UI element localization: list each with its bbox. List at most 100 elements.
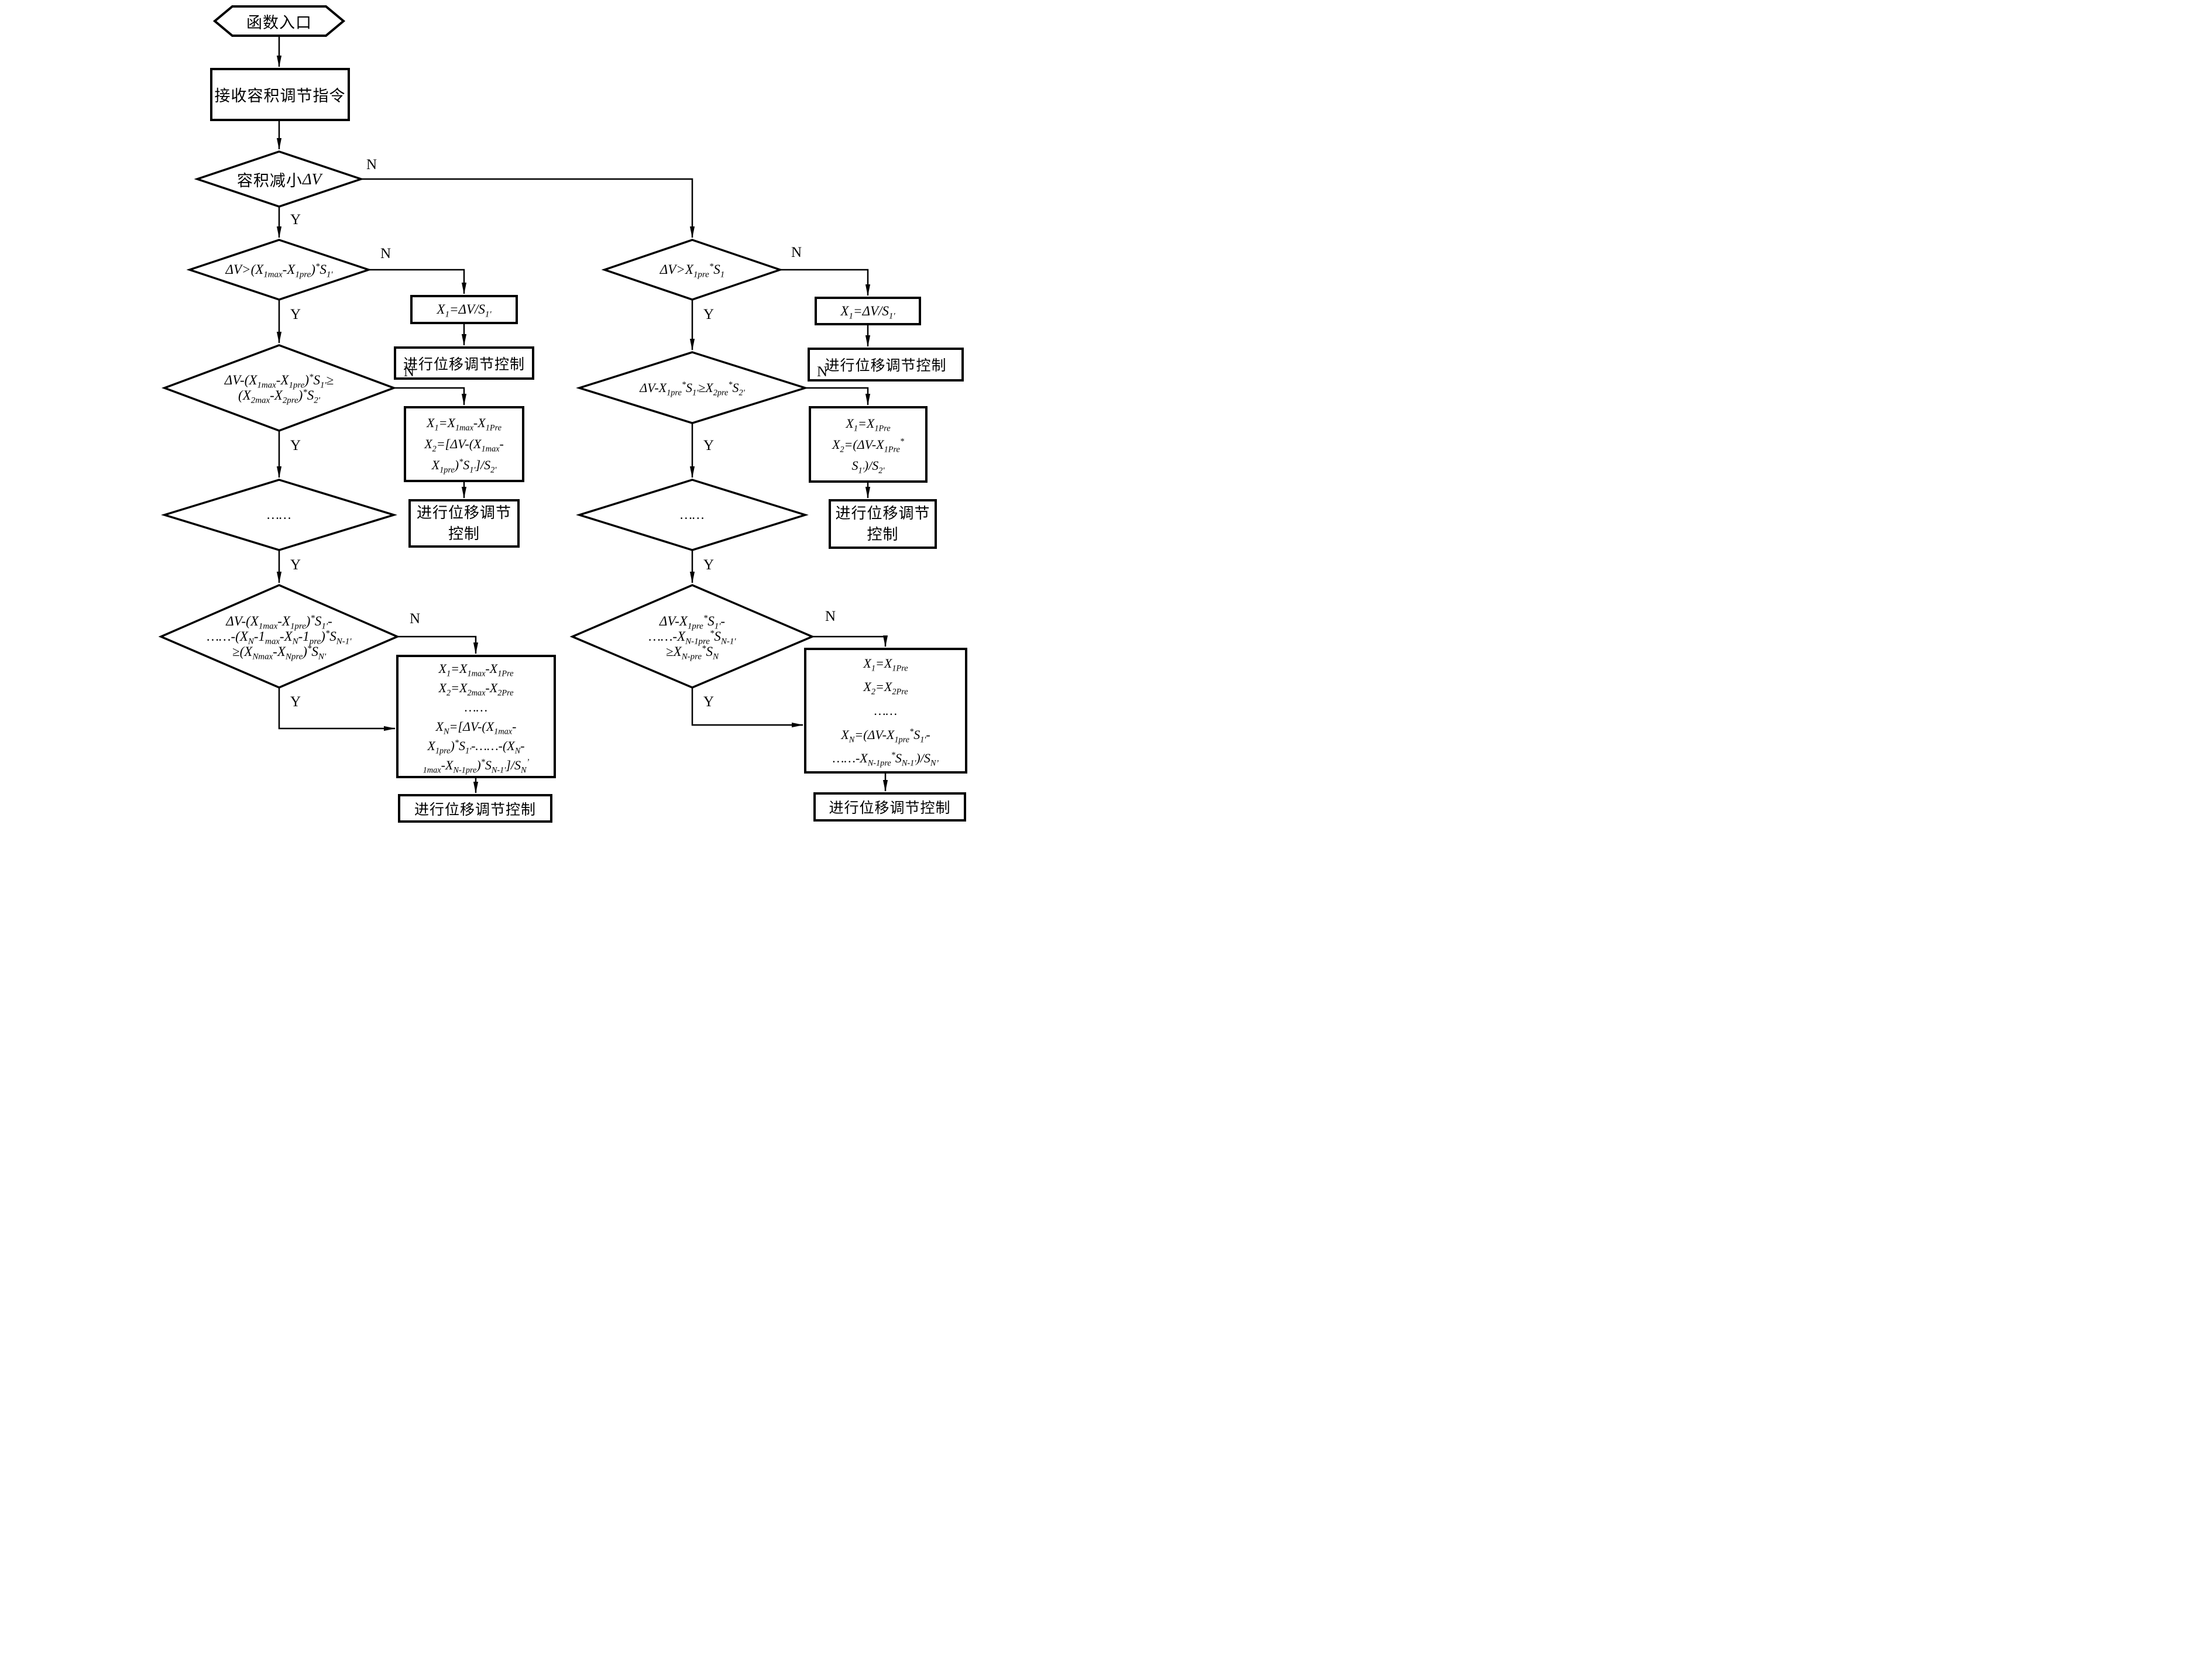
decision-dv-minus-ge-xn: ΔV-(X1max-X1pre)*S1'- ……-(XN-1max-XN-1pr… xyxy=(161,585,397,688)
branch-label-d1-yes: Y xyxy=(290,212,301,228)
boxRB-line1: X1=X1Pre xyxy=(846,415,891,433)
branch-label-r2-no: N xyxy=(817,364,828,380)
boxRB-line2: X2=(ΔV-X1Pre* xyxy=(832,437,905,454)
branch-label-r2-yes: Y xyxy=(703,438,715,453)
edge-d1-no xyxy=(361,178,695,238)
bigL-line3: …… xyxy=(464,699,488,714)
botR-label: 进行位移调节控制 xyxy=(829,800,951,816)
decision-dv-minus-ge-xnpre: ΔV-X1pre*S1'- ……-XN-1pre*SN-1' ≥XN-pre*S… xyxy=(572,585,812,688)
ctrlL1-label: 进行位移调节控制 xyxy=(403,356,525,373)
bigL-line1: X1=X1max-X1Pre xyxy=(438,661,514,678)
process-displacement-control-left-bottom: 进行位移调节控制 xyxy=(399,795,551,822)
bigR-line1: X1=X1Pre xyxy=(863,655,908,673)
edge-d5-yes xyxy=(278,688,396,731)
boxRB-line3: S1')/S2' xyxy=(851,458,885,475)
ctrlL2-shape xyxy=(408,499,520,548)
receive-label: 接收容积调节指令 xyxy=(214,87,346,105)
ctrlR2-line1: 进行位移调节 xyxy=(835,504,930,522)
decision3-formula-line1: ΔV-(X1max-X1pre)*S1'≥ xyxy=(224,372,334,390)
botL-label: 进行位移调节控制 xyxy=(414,802,536,818)
boxB-line3: X1pre)*S1']/S2' xyxy=(431,457,497,475)
process-xn-assign-left: X1=X1max-X1Pre X2=X2max-X2Pre …… XN=[ΔV-… xyxy=(397,656,555,777)
boxRA-formula: X1=ΔV/S1' xyxy=(840,303,895,321)
bigL-line2: X2=X2max-X2Pre xyxy=(438,680,514,697)
branch-label-d4-yes: Y xyxy=(290,557,301,573)
node-receive-command: 接收容积调节指令 xyxy=(211,69,349,120)
process-x1-eq-dv-s1-right: X1=ΔV/S1' xyxy=(816,298,920,324)
process-x1-eq-dv-s1-left: X1=ΔV/S1' xyxy=(411,296,517,323)
flowchart-shapes-layer xyxy=(158,5,967,823)
botR-shape xyxy=(813,792,966,822)
decisionR3-dots: …… xyxy=(680,507,705,522)
decision-dv-gt-x1max: ΔV>(X1max-X1pre)*S1' xyxy=(190,240,369,300)
ctrlR2-shape xyxy=(829,499,937,549)
edge-r4-no xyxy=(812,635,888,647)
entry-hexagon-shape xyxy=(212,5,346,37)
edge-d2-no xyxy=(369,269,467,294)
bigR-line2: X2=X2Pre xyxy=(863,679,908,697)
edge-r2-no xyxy=(805,387,871,405)
ctrlR1-label: 进行位移调节控制 xyxy=(825,358,947,374)
receive-box-shape xyxy=(210,68,350,121)
bigR-line3: …… xyxy=(874,703,898,718)
decision5-formula-line2: ……-(XN-1max-XN-1pre)*SN-1' xyxy=(207,628,352,647)
entry-label: 函数入口 xyxy=(246,13,312,32)
ctrlL2-line1: 进行位移调节 xyxy=(416,504,511,521)
bigL-line4: XN=[ΔV-(X1max- xyxy=(435,719,517,736)
process-x1-x2-assign-left: X1=X1max-X1Pre X2=[ΔV-(X1max- X1pre)*S1'… xyxy=(405,407,523,481)
decision2-formula: ΔV>(X1max-X1pre)*S1' xyxy=(225,262,333,280)
decision1-label-cn: 容积减小 xyxy=(236,171,303,190)
decision-dv-gt-x1pre: ΔV>X1pre*S1 xyxy=(604,240,780,300)
process-displacement-control-right2: 进行位移调节 控制 xyxy=(830,500,936,548)
node-entry: 函数入口 xyxy=(215,6,344,36)
decision4-dots: …… xyxy=(267,507,291,522)
branch-label-d1-no: N xyxy=(366,157,377,173)
decision1-label-math: ΔV xyxy=(302,170,322,188)
boxB-line2: X2=[ΔV-(X1max- xyxy=(424,437,504,454)
decision5-formula-line1: ΔV-(X1max-X1pre)*S1'- xyxy=(226,613,332,631)
branch-label-r4-no: N xyxy=(825,609,836,624)
boxA-formula: X1=ΔV/S1' xyxy=(437,302,492,319)
process-displacement-control-right1: 进行位移调节控制 xyxy=(809,349,963,380)
decisionR1-formula: ΔV>X1pre*S1 xyxy=(660,262,725,280)
branch-label-d5-yes: Y xyxy=(290,694,301,710)
process-displacement-control-right-bottom: 进行位移调节控制 xyxy=(815,793,965,820)
bigL-line6: 1max-XN-1pre)*SN-1']/SN’ xyxy=(423,757,530,775)
edge-r4-yes xyxy=(691,688,803,728)
decision3-formula-line2: (X2max-X2pre)*S2' xyxy=(238,387,320,405)
branch-label-d3-no: N xyxy=(404,364,415,380)
process-xn-assign-right: X1=X1Pre X2=X2Pre …… XN=(ΔV-X1pre*S1'- …… xyxy=(805,649,966,772)
branch-label-r1-yes: Y xyxy=(703,307,715,322)
bigR-line5: ……-XN-1pre*SN-1')/SN’ xyxy=(832,750,939,768)
decision5-formula-line3: ≥(XNmax-XNpre)*SN' xyxy=(232,643,327,662)
edge-d5-no xyxy=(397,635,479,654)
decision-ellipsis-left: …… xyxy=(164,480,394,550)
branch-label-r1-no: N xyxy=(791,245,802,260)
branch-label-d2-no: N xyxy=(380,246,391,262)
process-x1-x2-assign-right: X1=X1Pre X2=(ΔV-X1Pre* S1')/S2' xyxy=(810,407,926,482)
decisionR4-formula-line1: ΔV-X1pre*S1'- xyxy=(659,613,726,631)
ctrlL1-shape xyxy=(394,346,534,380)
decisionR4-formula-line3: ≥XN-pre*SN xyxy=(666,643,719,662)
branch-label-d3-yes: Y xyxy=(290,438,301,453)
decision-dv-minus-ge-x2pre: ΔV-X1pre*S1'≥X2pre*S2' xyxy=(579,352,805,423)
edge-r1-no xyxy=(780,269,871,296)
decision-ellipsis-right: …… xyxy=(579,480,805,550)
ctrlR1-shape xyxy=(808,348,964,382)
bigR-line4: XN=(ΔV-X1pre*S1'- xyxy=(841,727,930,745)
branch-label-r4-yes: Y xyxy=(703,694,715,710)
decisionR2-formula: ΔV-X1pre*S1'≥X2pre*S2' xyxy=(640,380,745,397)
branch-label-d2-yes: Y xyxy=(290,307,301,322)
decision-dv-minus-ge-x2: ΔV-(X1max-X1pre)*S1'≥ (X2max-X2pre)*S2' xyxy=(164,345,394,431)
ctrlL2-line2: 控制 xyxy=(448,525,480,542)
branch-label-r3-yes: Y xyxy=(703,557,715,573)
decisionR4-formula-line2: ……-XN-1pre*SN-1' xyxy=(648,628,736,647)
branch-label-d5-no: N xyxy=(410,611,421,627)
ctrlR2-line2: 控制 xyxy=(867,525,899,543)
edge-d3-no xyxy=(394,387,467,405)
boxB-line1: X1=X1max-X1Pre xyxy=(427,415,502,433)
bigL-line5: X1pre)*S1'-……-(XN- xyxy=(427,738,525,755)
botL-shape xyxy=(398,794,552,823)
